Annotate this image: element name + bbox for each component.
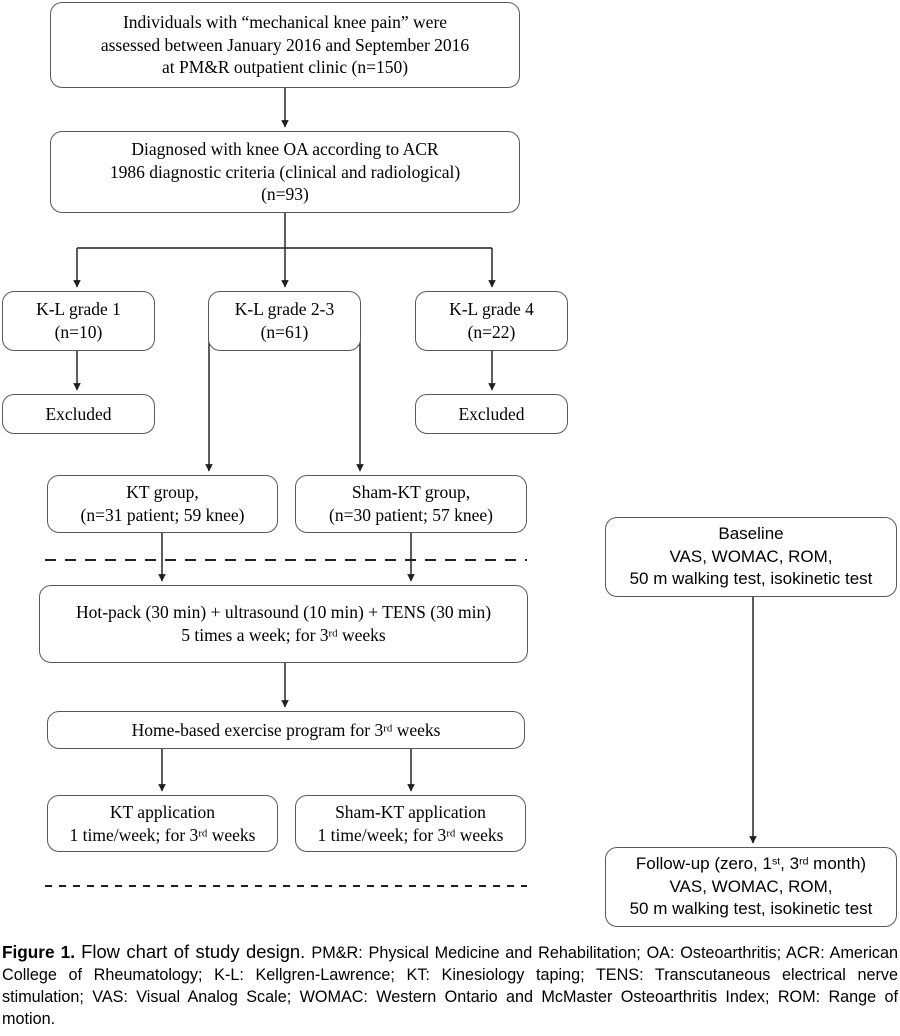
kl23-line-2: (n=61): [260, 322, 309, 342]
diagnosis-line-1: Diagnosed with knee OA according to ACR: [131, 138, 439, 159]
figure-label: Figure 1.: [2, 942, 75, 962]
followup-line-2: VAS, WOMAC, ROM,: [669, 876, 833, 896]
modalities-line-2: 5 times a week; for 3rd weeks: [181, 625, 385, 645]
figure-abbreviations: PM&R: Physical Medicine and Rehabilitati…: [2, 944, 899, 1028]
kt-group-line-1: KT group,: [126, 482, 199, 503]
screening-line-3: at PM&R outpatient clinic (n=150): [161, 57, 409, 78]
modalities-line-2-post: weeks: [337, 625, 386, 645]
home-exercise-post: weeks: [392, 719, 441, 740]
followup-line-1-pre: Follow-up (zero, 1: [635, 853, 772, 873]
diagnosis-line-2: 1986 diagnostic criteria (clinical and r…: [109, 161, 461, 182]
kt-application-ordinal-suffix: rd: [198, 826, 208, 839]
node-sham-kt-application: Sham-KT application 1 time/week; for 3rd…: [295, 795, 526, 852]
sham-kt-application-line-2-pre: 1 time/week; for 3: [317, 824, 447, 845]
followup-line-1: Follow-up (zero, 1st, 3rd month): [636, 854, 866, 873]
figure-title: Flow chart of study design.: [81, 941, 306, 962]
node-kl-grade-4: K-L grade 4 (n=22): [415, 291, 568, 351]
home-exercise-ordinal-suffix: rd: [383, 722, 393, 735]
kl1-line-1: K-L grade 1: [36, 299, 121, 320]
node-kt-application: KT application 1 time/week; for 3rd week…: [47, 795, 278, 852]
sham-kt-group-line-2: (n=30 patient; 57 knee): [329, 505, 493, 525]
kt-application-line-2-pre: 1 time/week; for 3: [69, 824, 199, 845]
sham-kt-application-line-2: 1 time/week; for 3rd weeks: [318, 825, 504, 845]
excluded-right-label: Excluded: [458, 403, 525, 424]
node-kl-grade-2-3: K-L grade 2-3 (n=61): [208, 291, 361, 351]
node-diagnosis: Diagnosed with knee OA according to ACR …: [50, 131, 520, 213]
screening-line-2: assessed between January 2016 and Septem…: [100, 34, 470, 55]
kt-application-line-1: KT application: [109, 801, 216, 822]
followup-ordinal-suffix-third: rd: [799, 855, 809, 868]
kt-application-line-2-post: weeks: [207, 824, 256, 845]
sham-kt-application-ordinal-suffix: rd: [446, 826, 456, 839]
followup-line-1-mid: , 3: [780, 853, 800, 873]
kt-application-line-2: 1 time/week; for 3rd weeks: [70, 825, 256, 845]
modalities-line-2-pre: 5 times a week; for 3: [181, 625, 329, 645]
diagnosis-line-3: (n=93): [261, 184, 309, 205]
modalities-line-1: Hot-pack (30 min) + ultrasound (10 min) …: [75, 602, 492, 623]
followup-ordinal-suffix-first: st: [771, 855, 781, 868]
node-excluded-kl1: Excluded: [2, 394, 155, 434]
node-kl-grade-1: K-L grade 1 (n=10): [2, 291, 155, 351]
sham-kt-group-line-1: Sham-KT group,: [351, 482, 471, 503]
node-excluded-kl4: Excluded: [415, 394, 568, 434]
node-followup-assessment: Follow-up (zero, 1st, 3rd month) VAS, WO…: [605, 847, 897, 927]
kl1-line-2: (n=10): [54, 322, 103, 342]
figure-caption: Figure 1. Flow chart of study design. PM…: [2, 940, 898, 1029]
baseline-line-1: Baseline: [718, 523, 784, 543]
sham-kt-application-line-1: Sham-KT application: [335, 801, 486, 822]
node-kt-group: KT group, (n=31 patient; 59 knee): [47, 475, 278, 533]
node-modalities: Hot-pack (30 min) + ultrasound (10 min) …: [39, 585, 528, 663]
kl4-line-1: K-L grade 4: [449, 299, 534, 320]
kt-group-line-2: (n=31 patient; 59 knee): [80, 505, 245, 525]
followup-line-3: 50 m walking test, isokinetic test: [629, 899, 873, 919]
sham-kt-application-line-2-post: weeks: [455, 824, 504, 845]
screening-line-1: Individuals with “mechanical knee pain” …: [122, 11, 448, 32]
home-exercise-text: Home-based exercise program for 3rd week…: [48, 719, 524, 742]
node-screening: Individuals with “mechanical knee pain” …: [50, 2, 520, 88]
node-baseline-assessment: Baseline VAS, WOMAC, ROM, 50 m walking t…: [605, 517, 897, 597]
excluded-left-label: Excluded: [45, 403, 112, 424]
followup-line-1-post: month): [808, 853, 867, 873]
node-home-exercise: Home-based exercise program for 3rd week…: [47, 711, 525, 749]
modalities-ordinal-suffix: rd: [328, 627, 338, 640]
baseline-line-3: 50 m walking test, isokinetic test: [629, 569, 873, 589]
baseline-line-2: VAS, WOMAC, ROM,: [669, 546, 833, 566]
kl4-line-2: (n=22): [467, 322, 516, 342]
home-exercise-pre: Home-based exercise program for 3: [131, 719, 384, 740]
node-sham-kt-group: Sham-KT group, (n=30 patient; 57 knee): [295, 475, 527, 533]
kl23-line-1: K-L grade 2-3: [234, 299, 335, 320]
